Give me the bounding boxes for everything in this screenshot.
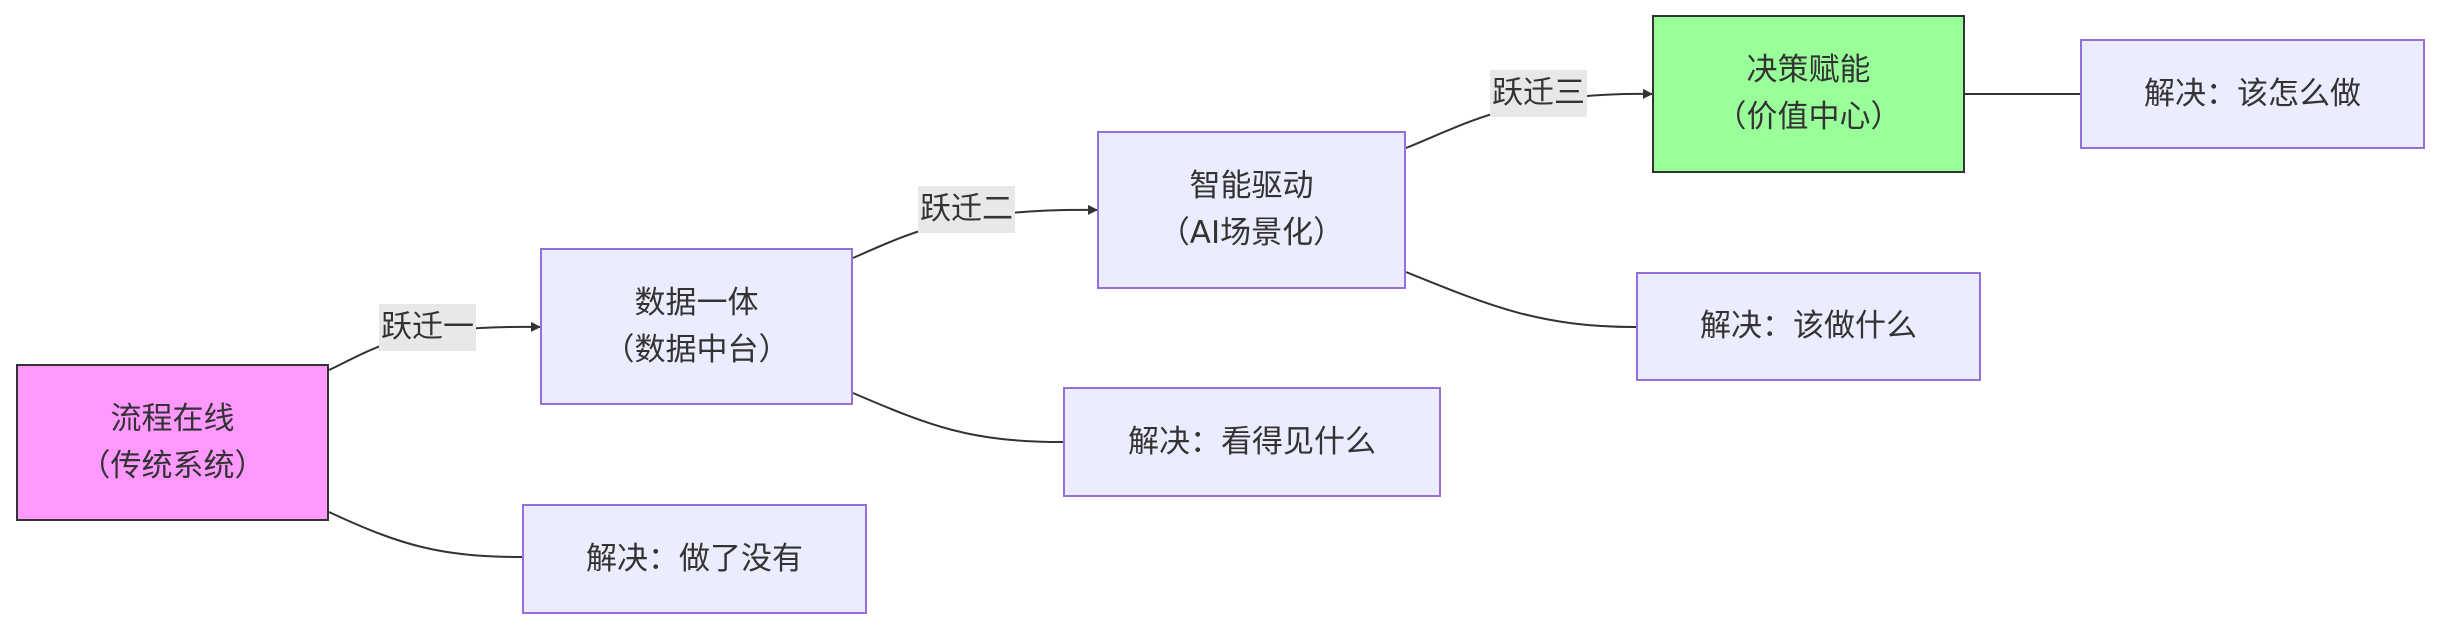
node-title: 智能驱动 bbox=[1189, 168, 1314, 204]
node-data-integration: 数据一体 （数据中台） bbox=[540, 248, 853, 405]
node-title: 决策赋能 bbox=[1746, 52, 1871, 88]
node-subtitle: （价值中心） bbox=[1715, 99, 1902, 135]
node-decision-empowerment: 决策赋能 （价值中心） bbox=[1652, 15, 1965, 173]
node-label: 解决：该怎么做 bbox=[2144, 75, 2361, 112]
node-subtitle: （传统系统） bbox=[79, 447, 266, 484]
node-solve-what-to-do: 解决：该做什么 bbox=[1636, 272, 1981, 381]
node-title: 数据一体 bbox=[634, 284, 759, 321]
edge-label-leap-2: 跃迁二 bbox=[918, 186, 1015, 233]
node-intelligent-driven: 智能驱动 （AI场景化） bbox=[1097, 131, 1406, 289]
node-label: 解决：做了没有 bbox=[586, 540, 803, 577]
edge-label-leap-1: 跃迁一 bbox=[379, 304, 476, 351]
edge-solve-3 bbox=[1405, 271, 1637, 328]
node-title: 流程在线 bbox=[110, 400, 235, 437]
node-label: 解决：看得见什么 bbox=[1128, 423, 1376, 460]
node-solve-how-to-do: 解决：该怎么做 bbox=[2080, 39, 2425, 149]
node-solve-what-visible: 解决：看得见什么 bbox=[1063, 387, 1441, 497]
edge-solve-2 bbox=[852, 392, 1064, 443]
node-subtitle: （数据中台） bbox=[603, 331, 790, 368]
edge-solve-1 bbox=[328, 511, 523, 558]
node-label: 解决：该做什么 bbox=[1700, 308, 1917, 344]
node-process-online: 流程在线 （传统系统） bbox=[16, 364, 329, 521]
node-solve-done-or-not: 解决：做了没有 bbox=[522, 504, 867, 614]
node-subtitle: （AI场景化） bbox=[1158, 215, 1345, 251]
edge-label-leap-3: 跃迁三 bbox=[1490, 70, 1587, 117]
